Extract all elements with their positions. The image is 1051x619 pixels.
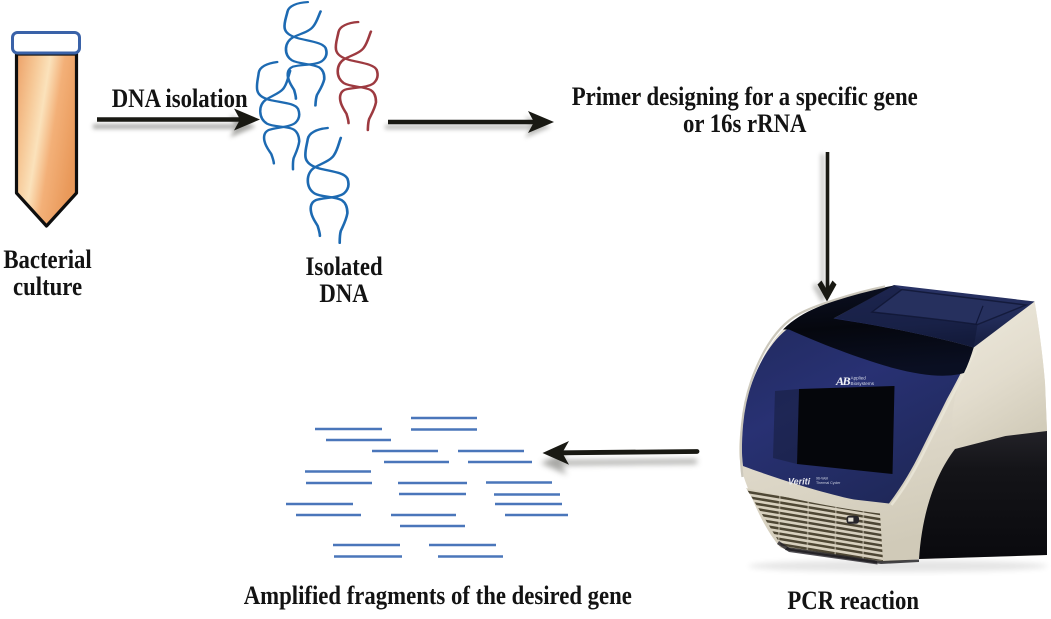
svg-text:Thermal Cycler: Thermal Cycler: [816, 481, 841, 485]
svg-text:Veriti: Veriti: [788, 477, 811, 487]
svg-text:96-Well: 96-Well: [816, 477, 828, 481]
svg-text:Biosystems: Biosystems: [851, 381, 875, 386]
svg-text:Applied: Applied: [851, 376, 867, 381]
svg-text:AB: AB: [835, 374, 851, 388]
